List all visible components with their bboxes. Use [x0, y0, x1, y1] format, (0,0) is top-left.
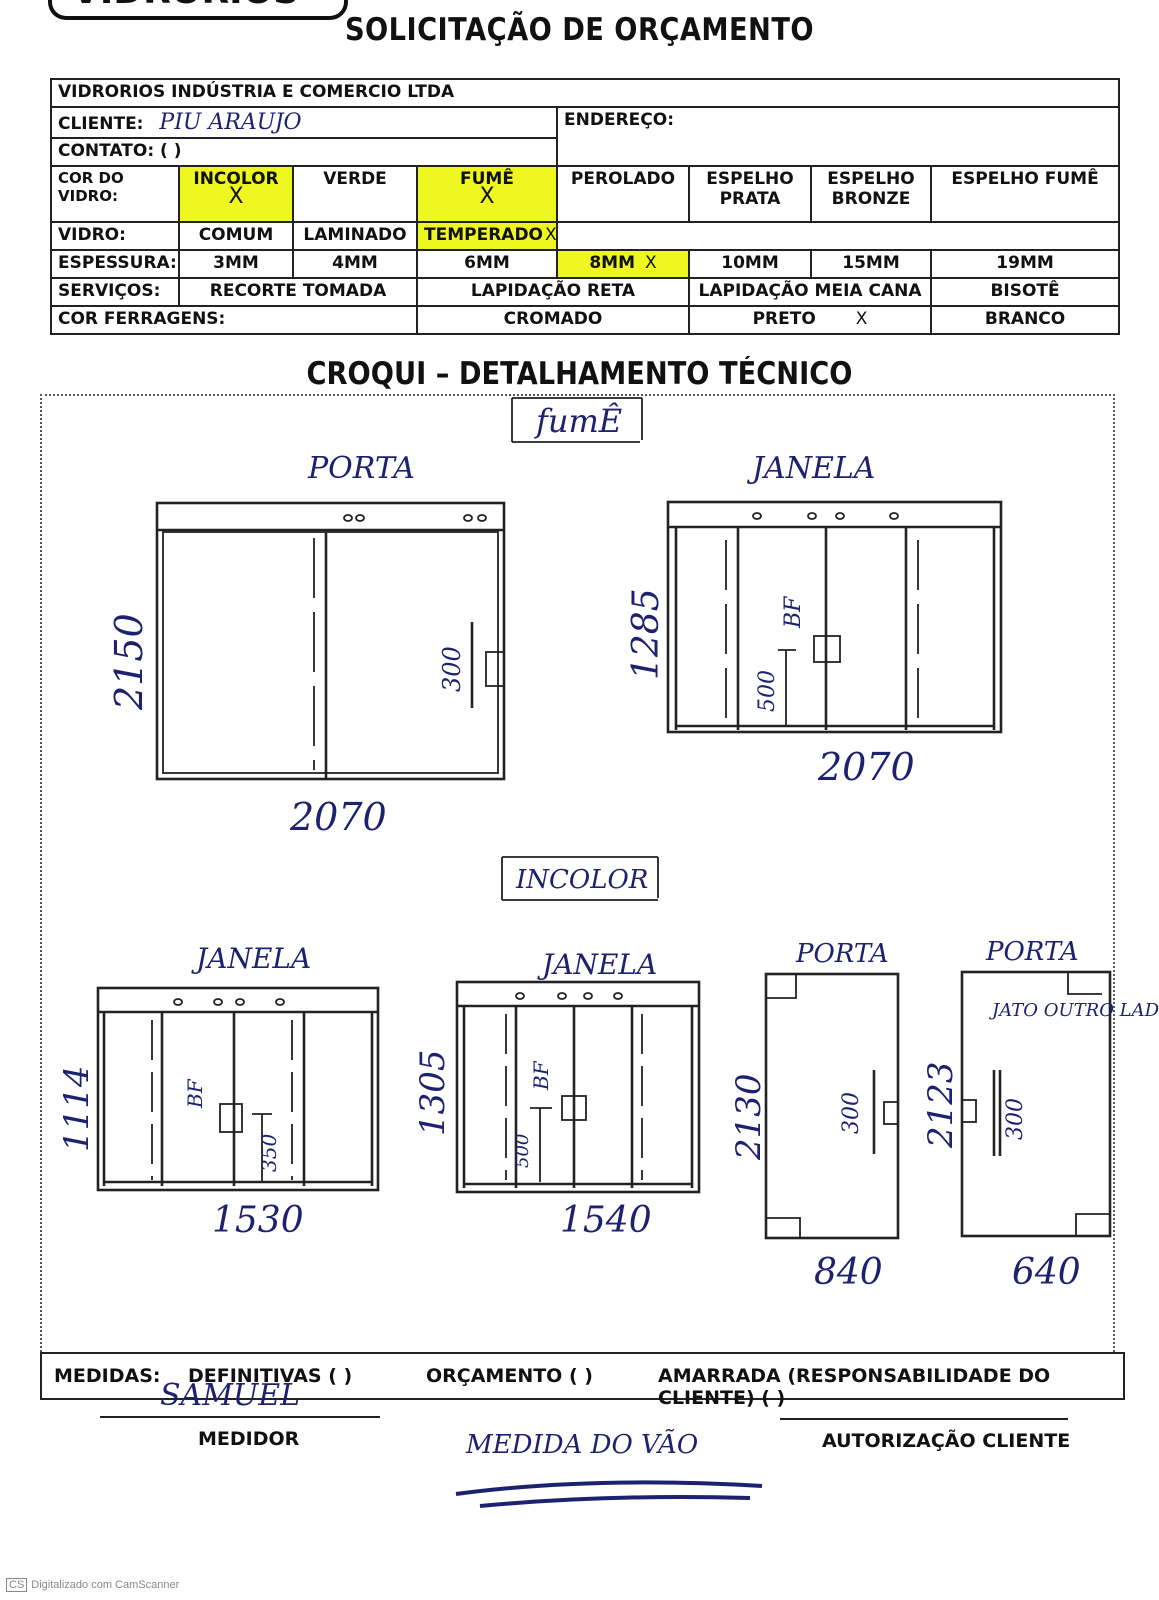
company-logo: VIDRORIOS [48, 0, 348, 20]
sketch-door-3: PORTA JATO OUTRO LADO 300 2123 640 [921, 937, 1159, 1293]
service-bisote: BISOTÊ [929, 277, 1121, 307]
color-option-verde: VERDE [292, 165, 418, 223]
svg-text:BF: BF [183, 1078, 207, 1109]
sketch-window-1: JANELA BF 500 1285 2070 [626, 451, 1003, 789]
glass-type-empty [555, 221, 1121, 251]
svg-text:300: 300 [839, 1092, 864, 1134]
svg-text:PORTA: PORTA [795, 939, 889, 969]
svg-text:840: 840 [814, 1252, 883, 1293]
sketch-window-2: JANELA BF 350 1114 1530 [57, 942, 380, 1241]
measurements-amarrada: AMARRADA (RESPONSABILIDADE DO CLIENTE) (… [658, 1365, 1051, 1409]
svg-text:1285: 1285 [626, 588, 667, 680]
svg-text:BF: BF [781, 596, 806, 629]
client-label: CLIENTE: [58, 114, 144, 134]
sketch-door-1: PORTA 300 2150 2070 [107, 451, 506, 839]
svg-text:PORTA: PORTA [307, 451, 415, 486]
svg-text:2070: 2070 [817, 745, 915, 789]
glass-type-comum: COMUM [178, 221, 294, 251]
color-option-perolado: PEROLADO [556, 165, 690, 223]
client-field: CLIENTE: PIU ARAUJO [50, 106, 558, 139]
group-label-fume: fumÊ [511, 397, 643, 443]
measurements-bar: MEDIDAS: DEFINITIVAS ( ) ORÇAMENTO ( ) A… [40, 1352, 1125, 1409]
svg-text:1114: 1114 [57, 1065, 97, 1152]
client-value: PIU ARAUJO [159, 110, 302, 135]
door-3-note: JATO OUTRO LADO [988, 1000, 1159, 1021]
glass-type-laminado: LAMINADO [292, 221, 418, 251]
svg-text:2150: 2150 [107, 613, 151, 711]
svg-text:350: 350 [257, 1134, 281, 1172]
measurements-definitivas: DEFINITIVAS ( ) [188, 1365, 353, 1387]
note-underline [455, 1480, 763, 1508]
svg-text:INCOLOR: INCOLOR [515, 865, 648, 895]
thickness-3mm: 3MM [178, 249, 294, 279]
group-label-incolor: INCOLOR [501, 856, 659, 901]
thickness-15mm: 15MM [810, 249, 932, 279]
svg-text:300: 300 [438, 646, 466, 692]
client-authorization-line [780, 1418, 1068, 1420]
thickness-6mm: 6MM [416, 249, 558, 279]
medidor-signature: SAMUEL [160, 1378, 301, 1413]
svg-text:640: 640 [1012, 1252, 1081, 1293]
svg-text:500: 500 [755, 670, 780, 712]
services-label: SERVIÇOS: [50, 277, 180, 307]
svg-text:2070: 2070 [289, 795, 387, 839]
color-option-espelho-bronze: ESPELHO BRONZE [810, 165, 932, 223]
glass-type-label: VIDRO: [50, 221, 180, 251]
medidor-label: MEDIDOR [198, 1428, 300, 1450]
svg-text:1540: 1540 [560, 1200, 652, 1241]
color-option-espelho-prata: ESPELHO PRATA [688, 165, 812, 223]
client-authorization-label: AUTORIZAÇÃO CLIENTE [822, 1430, 1071, 1452]
measurements-label: MEDIDAS: [54, 1365, 161, 1387]
sketch-door-2: PORTA 300 2130 840 [729, 939, 900, 1293]
document-title: SOLICITAÇÃO DE ORÇAMENTO [344, 12, 815, 48]
hardware-branco: BRANCO [929, 305, 1121, 335]
glass-color-label: COR DO VIDRO: [50, 165, 180, 223]
thickness-label: ESPESSURA: [50, 249, 180, 279]
svg-text:PORTA: PORTA [985, 937, 1079, 967]
measurements-orcamento: ORÇAMENTO ( ) [426, 1365, 593, 1387]
company-name: VIDRORIOS INDÚSTRIA E COMERCIO LTDA [49, 78, 1121, 108]
svg-text:1305: 1305 [413, 1049, 453, 1136]
svg-text:JANELA: JANELA [746, 451, 875, 486]
address-label: ENDEREÇO: [564, 110, 674, 130]
service-lapidacao-reta: LAPIDAÇÃO RETA [416, 277, 690, 307]
svg-text:JATO OUTRO LADO: JATO OUTRO LADO [988, 1000, 1159, 1021]
hardware-cromado: CROMADO [416, 305, 690, 335]
hardware-color-label: COR FERRAGENS: [50, 305, 418, 335]
address-field: ENDEREÇO: [555, 106, 1121, 167]
svg-text:2130: 2130 [729, 1073, 769, 1161]
svg-text:JANELA: JANELA [537, 948, 657, 981]
thickness-4mm: 4MM [292, 249, 418, 279]
color-option-espelho-fume: ESPELHO FUMÊ [929, 165, 1121, 223]
request-form-table: VIDRORIOS INDÚSTRIA E COMERCIO LTDA CLIE… [49, 78, 1121, 335]
svg-text:2123: 2123 [921, 1061, 961, 1149]
svg-text:JANELA: JANELA [191, 942, 311, 975]
service-recorte-tomada: RECORTE TOMADA [178, 277, 418, 307]
sketch-section-title: CROQUI – DETALHAMENTO TÉCNICO [306, 356, 853, 392]
svg-text:1530: 1530 [212, 1200, 304, 1241]
span-measurement-note: MEDIDA DO VÃO [466, 1430, 699, 1460]
svg-text:fumÊ: fumÊ [534, 402, 622, 440]
svg-text:BF: BF [529, 1060, 553, 1091]
thickness-10mm: 10MM [688, 249, 812, 279]
thickness-19mm: 19MM [929, 249, 1121, 279]
medidor-signature-line [100, 1416, 380, 1418]
service-lapidacao-meia-cana: LAPIDAÇÃO MEIA CANA [688, 277, 932, 307]
contact-field: CONTATO: ( ) [50, 137, 558, 167]
svg-text:300: 300 [1003, 1098, 1028, 1140]
svg-text:500: 500 [512, 1134, 533, 1168]
sketch-window-3: JANELA BF 500 1305 1540 [413, 948, 701, 1241]
sketch-frame [40, 394, 1115, 1352]
